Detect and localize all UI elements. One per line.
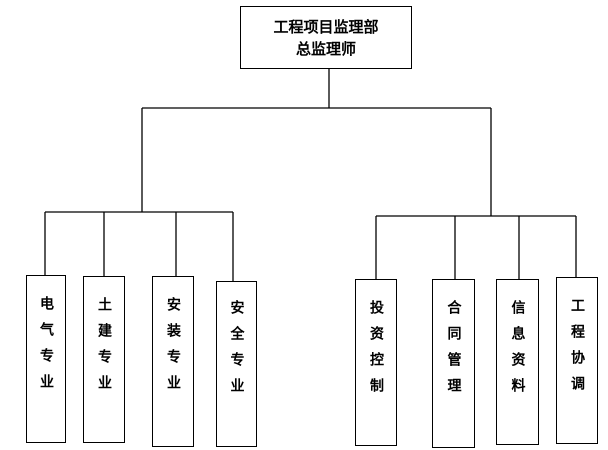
root-title-line1: 工程项目监理部 xyxy=(273,17,379,36)
unit-contract-management: 合同管理 xyxy=(432,279,475,448)
unit-information-records: 信息资料 xyxy=(496,279,539,445)
root-title-line2: 总监理师 xyxy=(295,39,356,58)
unit-label: 电气专业 xyxy=(38,296,54,400)
unit-installation: 安装专业 xyxy=(152,276,194,447)
root-node: 工程项目监理部 总监理师 xyxy=(240,6,412,69)
unit-project-coordination: 工程协调 xyxy=(556,277,598,444)
unit-electrical: 电气专业 xyxy=(26,275,66,443)
unit-label: 安全专业 xyxy=(228,300,245,404)
unit-label: 信息资料 xyxy=(509,300,526,404)
unit-safety: 安全专业 xyxy=(216,281,257,447)
unit-label: 安装专业 xyxy=(165,297,181,401)
unit-civil: 土建专业 xyxy=(83,276,125,443)
unit-label: 投资控制 xyxy=(368,300,384,404)
unit-label: 合同管理 xyxy=(445,300,462,404)
unit-label: 土建专业 xyxy=(96,297,112,401)
unit-label: 工程协调 xyxy=(569,298,585,402)
unit-investment-control: 投资控制 xyxy=(355,279,397,446)
